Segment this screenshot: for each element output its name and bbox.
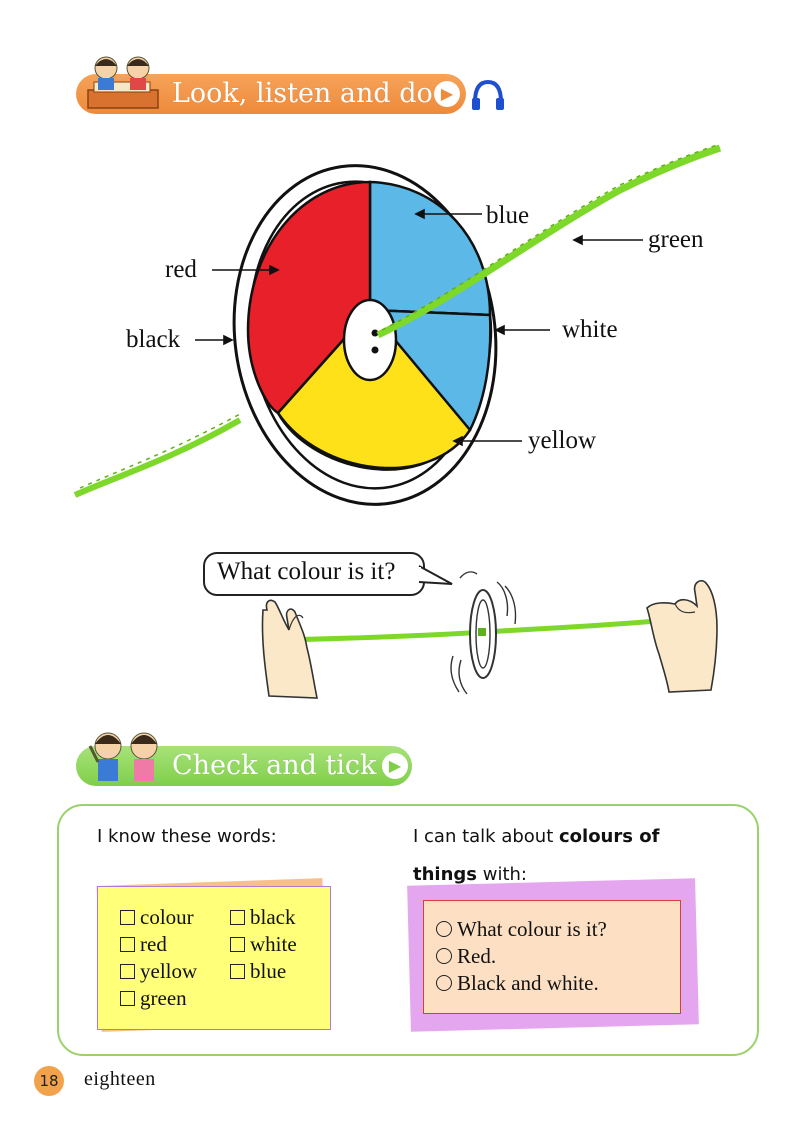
radio-circle[interactable]: [436, 948, 452, 964]
headphones-icon[interactable]: [470, 78, 506, 112]
phrase-item-2[interactable]: Red.: [436, 944, 496, 969]
checkbox[interactable]: [230, 964, 245, 979]
word-item-yellow[interactable]: yellow: [120, 959, 197, 984]
phrase-text: Red.: [457, 944, 497, 968]
check-panel: I know these words: I can talk about col…: [57, 804, 759, 1056]
look-listen-do-title: Look, listen and do: [172, 78, 433, 109]
check-and-tick-title: Check and tick: [172, 750, 377, 781]
page-number-badge: 18: [34, 1066, 64, 1096]
checkbox[interactable]: [120, 991, 135, 1006]
words-note: colour black red white yellow blue green: [97, 886, 331, 1030]
phrase-text: Black and white.: [457, 971, 599, 995]
speech-bubble: What colour is it?: [203, 552, 425, 596]
radio-circle[interactable]: [436, 921, 452, 937]
label-white: white: [562, 316, 618, 343]
phrase-text: What colour is it?: [457, 917, 607, 941]
checkbox[interactable]: [120, 910, 135, 925]
checkbox[interactable]: [120, 937, 135, 952]
label-green: green: [648, 226, 704, 253]
speech-bubble-tail: [418, 565, 453, 585]
phrases-note: What colour is it? Red. Black and white.: [423, 900, 681, 1014]
talk-heading-pre: I can talk about: [413, 826, 559, 847]
word-text: red: [140, 932, 167, 956]
talk-heading-post: with:: [477, 864, 527, 885]
checkbox[interactable]: [120, 964, 135, 979]
phrase-item-3[interactable]: Black and white.: [436, 971, 599, 996]
phrase-item-1[interactable]: What colour is it?: [436, 917, 607, 942]
word-item-white[interactable]: white: [230, 932, 297, 957]
talk-heading-line2: things with:: [413, 864, 527, 885]
radio-circle[interactable]: [436, 975, 452, 991]
talk-heading-bold2: things: [413, 864, 478, 885]
word-item-red[interactable]: red: [120, 932, 167, 957]
play-arrow-icon[interactable]: ▶: [382, 753, 408, 779]
word-text: blue: [250, 959, 287, 983]
label-yellow: yellow: [528, 427, 597, 454]
check-and-tick-banner: Check and tick ▶: [76, 732, 412, 786]
label-blue: blue: [486, 202, 530, 229]
look-listen-do-banner: Look, listen and do ▶: [76, 56, 466, 114]
word-text: black: [250, 905, 296, 929]
children-reading-icon: [87, 56, 159, 109]
word-item-blue[interactable]: blue: [230, 959, 286, 984]
word-text: green: [140, 986, 187, 1010]
label-red: red: [165, 256, 197, 283]
word-text: white: [250, 932, 297, 956]
checkbox[interactable]: [230, 910, 245, 925]
talk-heading-line1: I can talk about colours of: [413, 826, 659, 847]
word-text: colour: [140, 905, 194, 929]
hands-spinning-toy-illustration: [261, 571, 718, 699]
play-arrow-icon[interactable]: ▶: [434, 81, 460, 107]
words-heading: I know these words:: [97, 826, 277, 847]
children-waving-icon: [88, 732, 158, 781]
speech-bubble-text: What colour is it?: [217, 558, 396, 585]
label-black: black: [126, 326, 181, 353]
color-wheel-illustration: [73, 143, 722, 506]
page-number: 18: [39, 1072, 59, 1090]
talk-heading-bold: colours of: [558, 826, 660, 847]
word-item-green[interactable]: green: [120, 986, 187, 1011]
word-item-black[interactable]: black: [230, 905, 295, 930]
word-item-colour[interactable]: colour: [120, 905, 194, 930]
word-text: yellow: [140, 959, 198, 983]
checkbox[interactable]: [230, 937, 245, 952]
page-number-word: eighteen: [84, 1068, 156, 1090]
